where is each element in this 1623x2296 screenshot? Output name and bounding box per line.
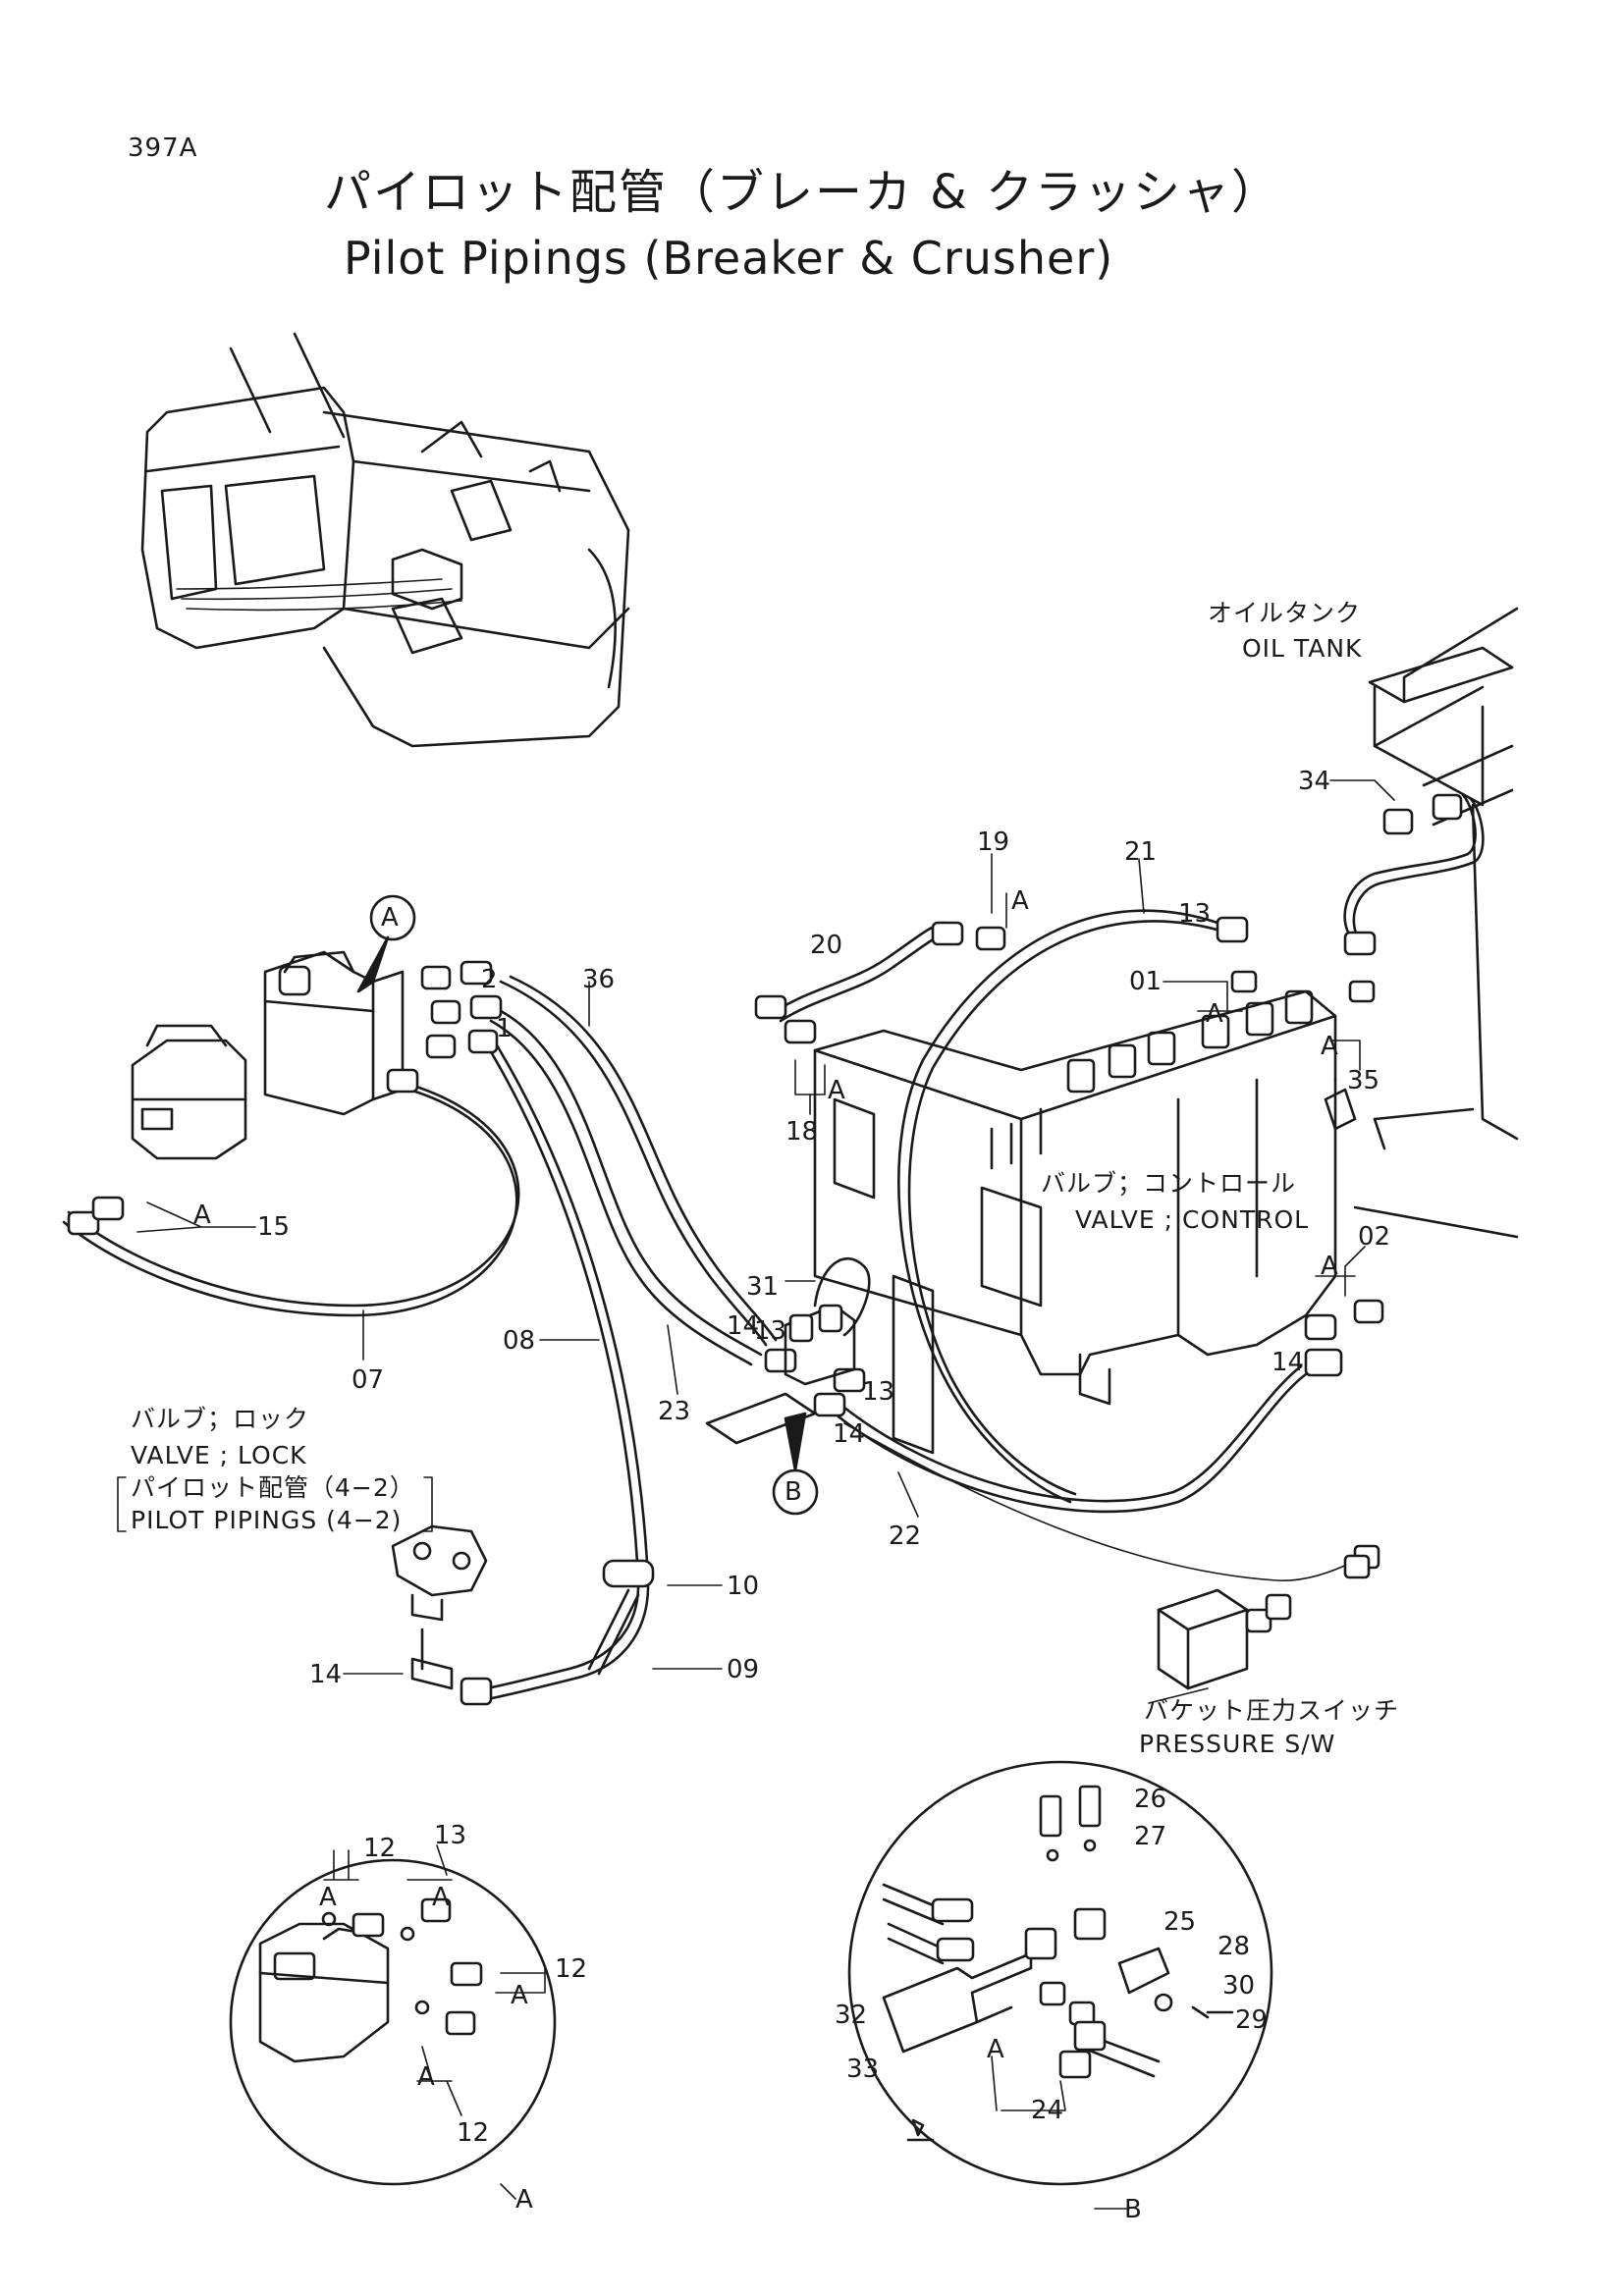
callout-10: 10 — [727, 1572, 760, 1601]
control-valve-drawing — [813, 989, 1357, 1455]
callout-14-lower: 14 — [833, 1419, 866, 1449]
pilot-valve-drawing — [263, 950, 405, 1116]
callout-14-mid: 14 — [727, 1311, 760, 1341]
callout-21: 21 — [1124, 837, 1158, 867]
detail-a-a-4: A — [417, 2062, 435, 2092]
callout-a-15: A — [193, 1201, 211, 1230]
callout-13-upper: 13 — [754, 1316, 787, 1346]
callout-23: 23 — [658, 1397, 691, 1426]
callout-31: 31 — [746, 1272, 780, 1302]
callout-14-right: 14 — [1271, 1348, 1305, 1377]
leader-lines — [117, 779, 1395, 1704]
lock-valve-small — [391, 1524, 488, 1690]
lock-valve-label-en: VALVE ; LOCK — [131, 1441, 307, 1469]
callout-09: 09 — [727, 1655, 760, 1684]
callout-15: 15 — [257, 1212, 291, 1242]
pressure-switch-drawing — [1157, 1588, 1292, 1690]
control-valve-label-jp: バルブ；コントロール — [1041, 1169, 1297, 1198]
lock-valve-label-jp: バルブ；ロック — [131, 1405, 310, 1433]
detail-a-a-2: A — [432, 1883, 450, 1912]
detail-a-a-1: A — [319, 1883, 337, 1912]
callout-a-circle: A — [381, 903, 399, 933]
callout-a-35: A — [1321, 1032, 1338, 1061]
callout-18: 18 — [785, 1117, 819, 1147]
detail-b-29: 29 — [1235, 2005, 1269, 2035]
detail-b-a: A — [987, 2035, 1004, 2064]
manifold-block — [705, 1304, 856, 1445]
detail-a-12-bottom: 12 — [457, 2118, 490, 2148]
lock-ref-label-jp: パイロット配管（4−2） — [131, 1473, 415, 1502]
callout-13-top: 13 — [1178, 899, 1212, 929]
detail-a-label: A — [515, 2185, 533, 2215]
callout-02: 02 — [1358, 1222, 1391, 1252]
page-code: 397A — [128, 133, 198, 163]
detail-a-13: 13 — [434, 1821, 467, 1850]
detail-a-a-3: A — [511, 1981, 528, 2010]
lock-ref-label-en: PILOT PIPINGS (4−2) — [131, 1506, 403, 1534]
detail-b-label: B — [1124, 2195, 1142, 2224]
hoses — [62, 793, 1485, 1705]
detail-a-12-right: 12 — [555, 1954, 588, 1984]
callout-08: 08 — [503, 1326, 536, 1356]
callout-b-circle: B — [784, 1477, 802, 1507]
detail-a-view — [229, 1844, 557, 2200]
callout-2: 2 — [481, 965, 498, 994]
fittings — [67, 793, 1463, 1706]
pressure-switch-label-en: PRESSURE S/W — [1139, 1730, 1336, 1758]
detail-b-28: 28 — [1217, 1932, 1251, 1961]
callout-a-02: A — [1321, 1252, 1338, 1281]
title-japanese: パイロット配管（ブレーカ & クラッシャ） — [324, 165, 1280, 220]
callout-20: 20 — [810, 931, 843, 960]
title-english: Pilot Pipings (Breaker & Crusher) — [344, 232, 1114, 285]
callout-a-01: A — [1206, 999, 1223, 1029]
excavator-overview — [140, 332, 630, 748]
callout-34: 34 — [1298, 767, 1331, 796]
callout-01: 01 — [1129, 967, 1163, 996]
oil-tank-drawing — [1353, 607, 1519, 1239]
callout-22: 22 — [889, 1522, 922, 1551]
callout-1: 1 — [496, 1014, 513, 1043]
callout-a-18: A — [828, 1076, 845, 1105]
callout-14-left: 14 — [309, 1660, 343, 1689]
callout-13-lower: 13 — [862, 1377, 895, 1407]
callout-19: 19 — [977, 828, 1010, 857]
lock-valve-drawing — [131, 1024, 247, 1160]
detail-b-24: 24 — [1031, 2096, 1064, 2125]
control-valve-label-en: VALVE ; CONTROL — [1075, 1205, 1310, 1234]
oil-tank-label-en: OIL TANK — [1242, 634, 1363, 663]
detail-b-25: 25 — [1163, 1907, 1197, 1937]
detail-b-33: 33 — [846, 2055, 880, 2084]
detail-b-32: 32 — [835, 2001, 868, 2030]
oil-tank-label-jp: オイルタンク — [1208, 599, 1362, 627]
pressure-switch-label-jp: バケット圧力スイッチ — [1144, 1696, 1400, 1725]
detail-b-view — [847, 1760, 1273, 2210]
detail-b-26: 26 — [1134, 1785, 1167, 1814]
detail-b-27: 27 — [1134, 1822, 1167, 1851]
detail-a-12-top: 12 — [363, 1834, 397, 1863]
callout-36: 36 — [582, 965, 616, 994]
callout-07: 07 — [352, 1365, 385, 1395]
callout-a-19: A — [1011, 886, 1029, 916]
detail-b-30: 30 — [1222, 1971, 1256, 2001]
callout-35: 35 — [1347, 1066, 1380, 1095]
